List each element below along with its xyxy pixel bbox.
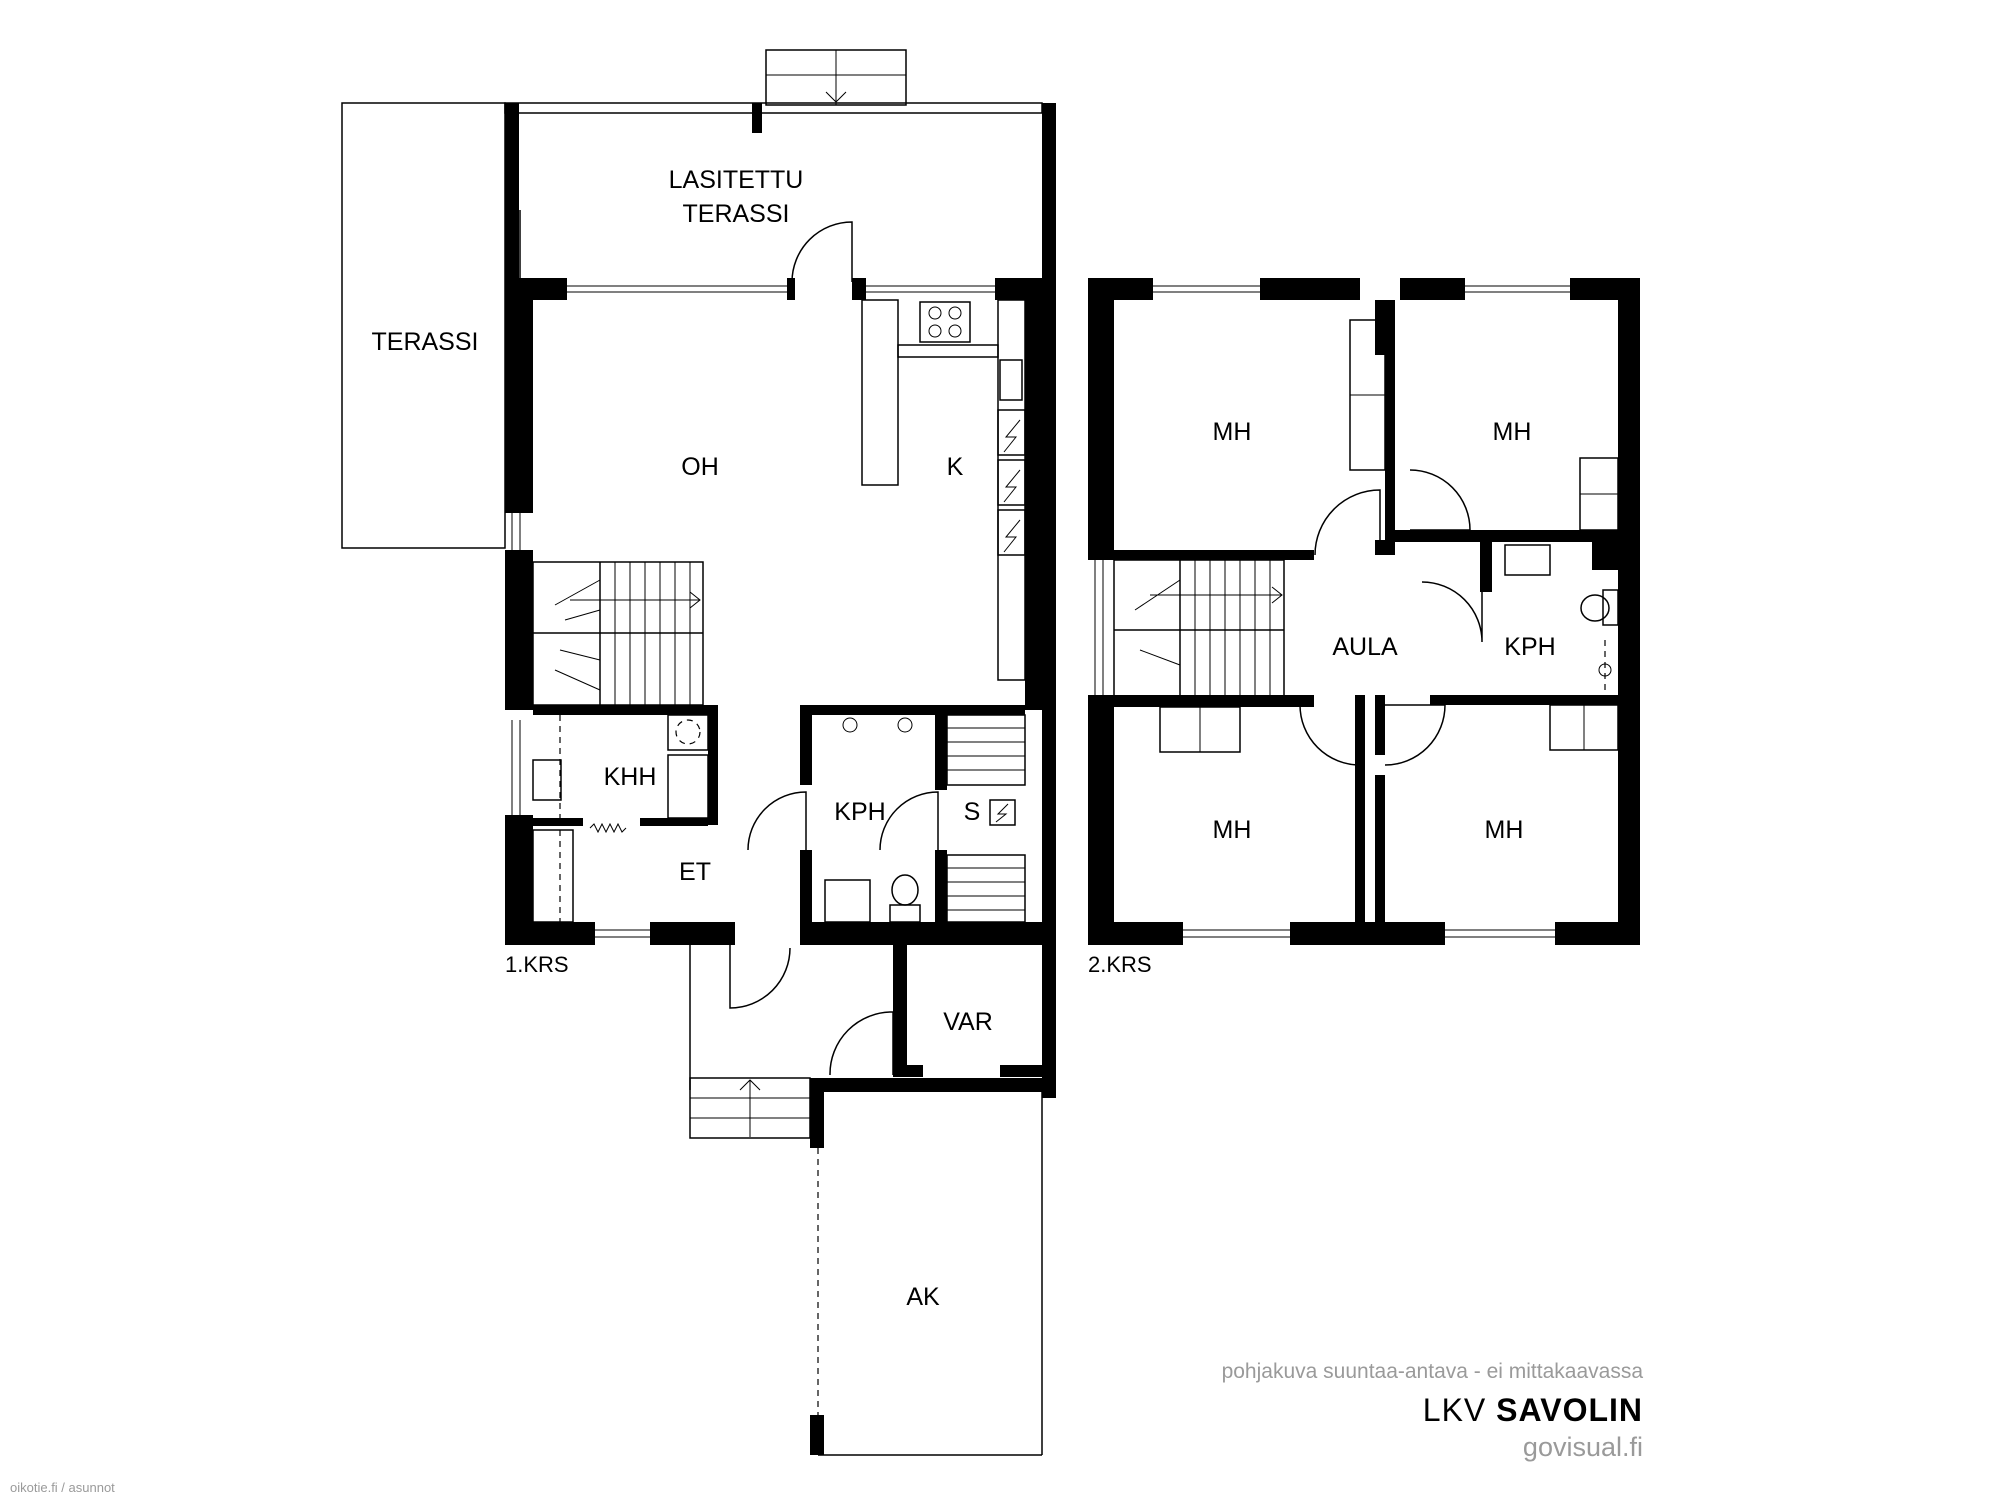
brand-logo: LKV SAVOLIN bbox=[1423, 1392, 1643, 1429]
label-mh-bottom-left: MH bbox=[1213, 816, 1252, 844]
washbasin-icon bbox=[824, 879, 871, 923]
washbasin-icon bbox=[1504, 544, 1551, 576]
label-ak: AK bbox=[906, 1283, 940, 1311]
utility-fittings bbox=[532, 714, 709, 923]
bathroom1-fittings bbox=[824, 717, 921, 923]
stove-icon bbox=[919, 301, 971, 343]
label-khh: KHH bbox=[604, 763, 657, 791]
stairs-first-floor bbox=[532, 561, 704, 706]
shower-icon bbox=[842, 717, 858, 733]
washing-machine-icon bbox=[667, 714, 709, 751]
label-s: S bbox=[964, 798, 981, 826]
brand-name: SAVOLIN bbox=[1496, 1392, 1643, 1428]
site-url: govisual.fi bbox=[1522, 1432, 1643, 1462]
label-et: ET bbox=[679, 858, 711, 886]
bathroom2-fittings bbox=[1504, 544, 1619, 690]
entrance-storage-carport bbox=[689, 945, 1056, 1456]
label-k: K bbox=[947, 453, 964, 481]
washbasin-icon bbox=[532, 759, 562, 801]
sauna-benches bbox=[946, 714, 1026, 923]
stairs-second-floor bbox=[1113, 559, 1285, 698]
glazed-terrace bbox=[504, 49, 1043, 283]
first-floor bbox=[341, 49, 1056, 1456]
label-oh: OH bbox=[681, 453, 719, 481]
label-aula: AULA bbox=[1332, 633, 1398, 661]
first-floor-walls bbox=[505, 278, 1056, 945]
label-mh-top-right: MH bbox=[1493, 418, 1532, 446]
label-lasitettu-terassi-2: TERASSI bbox=[683, 200, 790, 228]
label-mh-top-left: MH bbox=[1213, 418, 1252, 446]
shower-icon bbox=[897, 717, 913, 733]
label-floor-1: 1.KRS bbox=[505, 952, 569, 977]
label-kph-1: KPH bbox=[834, 798, 885, 826]
watermark: oikotie.fi / asunnot bbox=[10, 1480, 115, 1495]
sink-icon bbox=[999, 359, 1023, 401]
brand-prefix: LKV bbox=[1422, 1392, 1497, 1428]
toilet-icon bbox=[1580, 594, 1610, 622]
second-floor: LASITETTU TERASSI TERASSI OH K KHH KPH S… bbox=[372, 166, 1640, 1311]
terrace bbox=[341, 102, 506, 549]
label-lasitettu-terassi-1: LASITETTU bbox=[669, 166, 804, 194]
shower-icon bbox=[1598, 663, 1612, 677]
label-floor-2: 2.KRS bbox=[1088, 952, 1152, 977]
label-kph-2: KPH bbox=[1504, 633, 1555, 661]
second-floor-walls bbox=[1088, 278, 1640, 945]
label-var: VAR bbox=[943, 1008, 993, 1036]
disclaimer-note: pohjakuva suuntaa-antava - ei mittakaava… bbox=[1221, 1360, 1643, 1383]
sauna-stove-icon bbox=[989, 799, 1016, 826]
label-terassi: TERASSI bbox=[372, 328, 479, 356]
kitchen-counter bbox=[861, 299, 1031, 681]
label-mh-bottom-right: MH bbox=[1485, 816, 1524, 844]
toilet-icon bbox=[891, 874, 919, 906]
